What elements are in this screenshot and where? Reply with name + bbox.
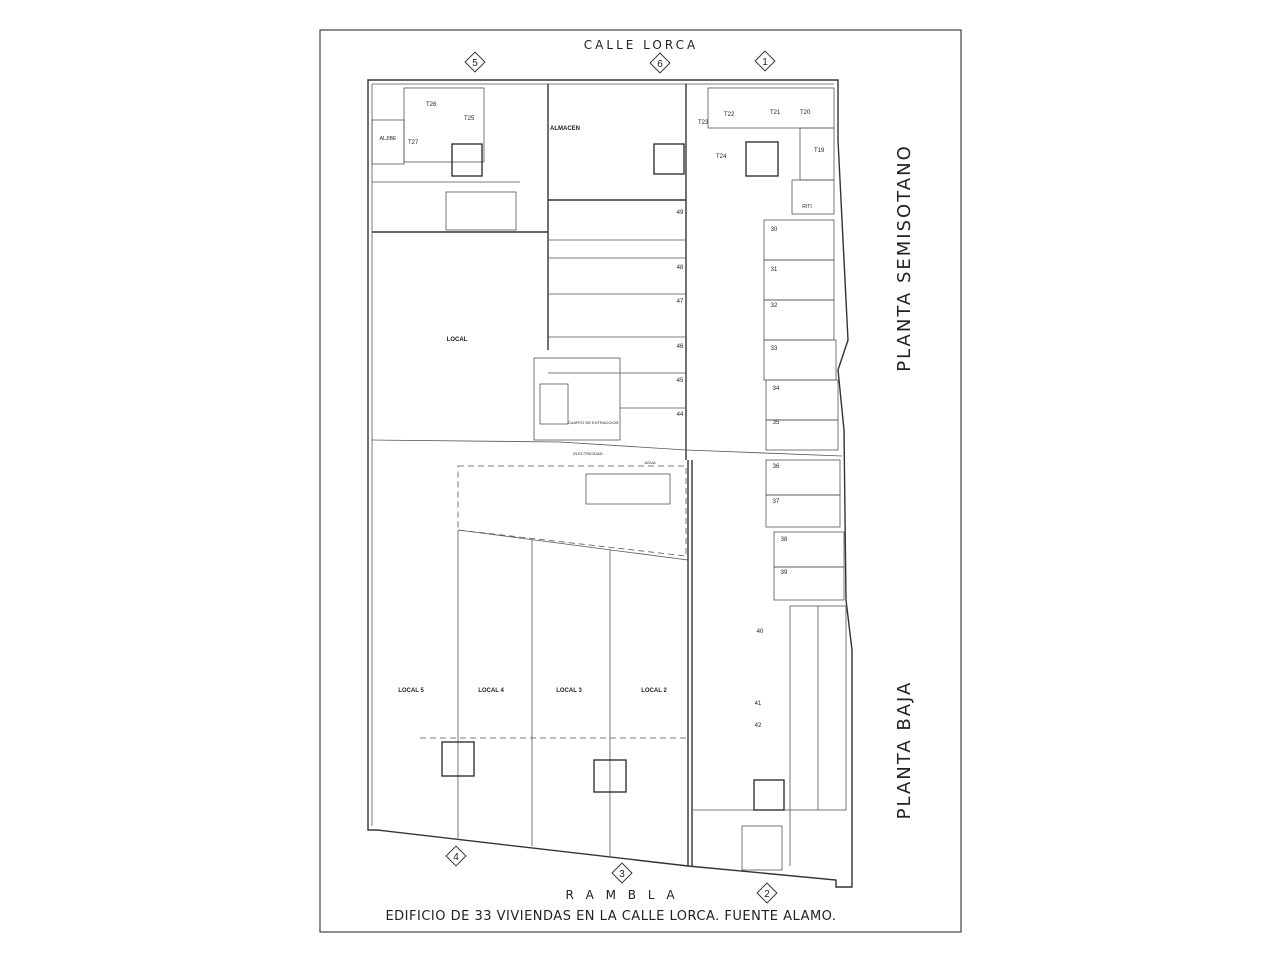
central-core [533, 357, 621, 441]
parking-number: 46 [677, 344, 684, 350]
street-label-top: CALLE LORCA [584, 38, 698, 52]
building-outline [367, 79, 853, 888]
parking-number: 32 [771, 303, 778, 309]
room-label-agua: AGUA [644, 460, 656, 465]
parking-number: 44 [677, 412, 684, 418]
parking-number: 31 [771, 267, 778, 273]
ground-floor-plan [420, 460, 847, 871]
parking-number: 47 [677, 299, 684, 305]
service-block-right [707, 87, 835, 215]
parking-number: 39 [781, 570, 788, 576]
parking-number: 41 [755, 701, 762, 707]
room-label-almacen: ALMACEN [550, 126, 580, 132]
storage-label: T26 [426, 102, 437, 108]
axis-marker-label: 6 [657, 59, 663, 70]
elevators [441, 141, 785, 811]
axis-marker: 2 [756, 882, 778, 904]
room-label-aljibe: ALJIBE [380, 136, 397, 142]
axis-marker: 1 [754, 50, 776, 72]
parking-number: 45 [677, 378, 684, 384]
parking-number: 49 [677, 210, 684, 216]
axis-marker-label: 2 [764, 889, 770, 900]
elevator-icon [441, 741, 475, 777]
room-label-local: LOCAL [447, 337, 468, 343]
title-planta-semisotano: PLANTA SEMISOTANO [894, 144, 915, 371]
street-label-bottom: R A M B L A [565, 888, 678, 902]
service-block-left [371, 87, 520, 231]
parking-number: 36 [773, 464, 780, 470]
parking-number: 34 [773, 386, 780, 392]
axis-marker: 6 [649, 52, 671, 74]
room-label-extraccion: CUARTO DE EXTRACCION [568, 420, 619, 425]
axis-marker-label: 4 [453, 852, 459, 863]
local-label: LOCAL 4 [478, 688, 504, 694]
sheet-frame [319, 29, 962, 933]
ground-stair [585, 473, 671, 505]
parking-number: 33 [771, 346, 778, 352]
storage-label: T23 [698, 120, 709, 126]
storage-label: T20 [800, 110, 811, 116]
basement-plan [371, 84, 845, 601]
axis-marker: 5 [464, 51, 486, 73]
storage-label: T25 [464, 116, 475, 122]
title-planta-baja: PLANTA BAJA [894, 681, 915, 820]
storage-label: T21 [770, 110, 781, 116]
parking-number: 38 [781, 537, 788, 543]
room-label-electricidad: ELECTRICIDAD [573, 451, 602, 456]
parking-number: 42 [755, 723, 762, 729]
axis-marker-label: 5 [472, 58, 478, 69]
storage-label: T27 [408, 140, 419, 146]
parking-bays-center [548, 239, 686, 409]
axis-marker-label: 3 [619, 869, 625, 880]
room-label-rite: RITI [802, 204, 811, 210]
elevator-icon [653, 143, 685, 175]
local-label: LOCAL 5 [398, 688, 424, 694]
local-label: LOCAL 3 [556, 688, 582, 694]
storage-label: T19 [814, 148, 825, 154]
axis-marker-label: 1 [762, 57, 768, 68]
level-divider [371, 439, 843, 457]
local-label: LOCAL 2 [641, 688, 667, 694]
axis-marker: 3 [611, 862, 633, 884]
storage-label: T24 [716, 154, 727, 160]
ground-stair-corner [741, 825, 783, 871]
elevator-icon [745, 141, 779, 177]
elevator-icon [593, 759, 627, 793]
parking-bays-right [763, 219, 845, 601]
parking-number: 37 [773, 499, 780, 505]
axis-marker: 4 [445, 845, 467, 867]
parking-number: 40 [757, 629, 764, 635]
parking-number: 35 [773, 420, 780, 426]
elevator-icon [451, 143, 483, 177]
parking-number: 30 [771, 227, 778, 233]
parking-number: 48 [677, 265, 684, 271]
storage-label: T22 [724, 112, 735, 118]
elevator-icon [753, 779, 785, 811]
footer-title: EDIFICIO DE 33 VIVIENDAS EN LA CALLE LOR… [385, 909, 836, 924]
basement-stair [539, 383, 569, 425]
